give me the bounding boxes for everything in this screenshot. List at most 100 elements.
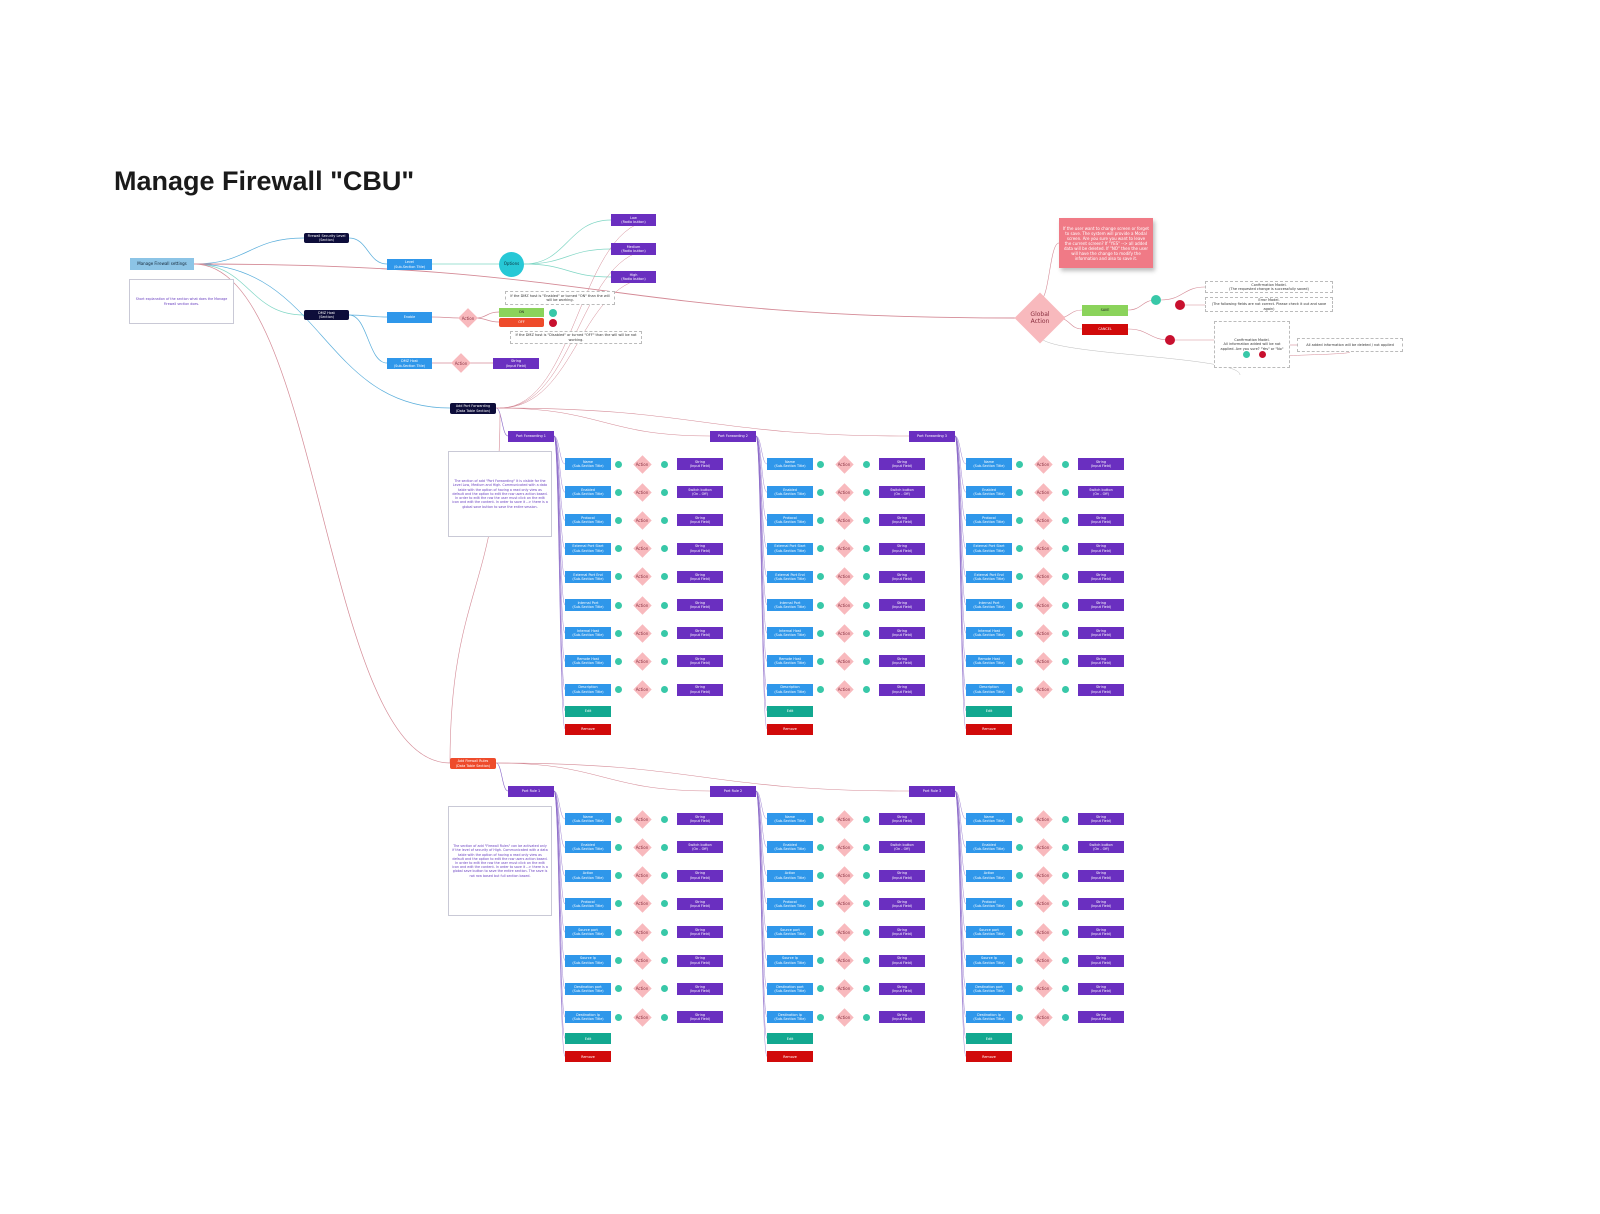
port-forwarding-g2-field-7[interactable]: Internal Host(Sub-Section Title) bbox=[767, 627, 813, 640]
port-forwarding-g2-value-4[interactable]: String(Input Field) bbox=[879, 542, 925, 555]
port-forwarding-g1-value-7[interactable]: String(Input Field) bbox=[677, 627, 723, 640]
firewall-rules-g1-field-8[interactable]: Destination Ip(Sub-Section Title) bbox=[565, 1011, 611, 1024]
port-forwarding-g1-value-6[interactable]: String(Input Field) bbox=[677, 599, 723, 611]
firewall-rules-g2-value-8[interactable]: String(Input Field) bbox=[879, 1011, 925, 1024]
firewall-rules-g2-value-4[interactable]: String(Input Field) bbox=[879, 897, 925, 910]
firewall-rules-g3-value-3[interactable]: String(Input Field) bbox=[1078, 869, 1124, 882]
firewall-rules-g3-value-2[interactable]: Switch button(On - Off) bbox=[1078, 841, 1124, 854]
port-forwarding-g3-field-8[interactable]: Remote Host(Sub-Section Title) bbox=[966, 655, 1012, 668]
firewall-rules-g3-value-5[interactable]: String(Input Field) bbox=[1078, 926, 1124, 939]
port-forwarding-g2-value-3[interactable]: String(Input Field) bbox=[879, 514, 925, 527]
firewall-rules-g3-field-4[interactable]: Protocol(Sub-Section Title) bbox=[966, 897, 1012, 910]
firewall-rules-g1-field-1[interactable]: Name(Sub-Section Title) bbox=[565, 813, 611, 825]
port-forwarding-g2-value-8[interactable]: String(Input Field) bbox=[879, 655, 925, 668]
firewall-rules-g1-field-6[interactable]: Source Ip(Sub-Section Title) bbox=[565, 954, 611, 967]
port-forwarding-g2-field-2[interactable]: Enabled(Sub-Section Title) bbox=[767, 486, 813, 499]
port-forwarding-g2-field-8[interactable]: Remote Host(Sub-Section Title) bbox=[767, 655, 813, 668]
firewall-rules-g3-field-8[interactable]: Destination Ip(Sub-Section Title) bbox=[966, 1011, 1012, 1024]
port-forwarding-g1-value-1[interactable]: String(Input Field) bbox=[677, 458, 723, 470]
firewall-rules-g2-value-3[interactable]: String(Input Field) bbox=[879, 869, 925, 882]
port-forwarding-g2-value-2[interactable]: Switch button(On - Off) bbox=[879, 486, 925, 499]
firewall-rules-g3-remove-button[interactable]: Remove bbox=[966, 1051, 1012, 1063]
port-forwarding-g1-edit-button[interactable]: Edit bbox=[565, 705, 611, 717]
firewall-rules-g2-value-6[interactable]: String(Input Field) bbox=[879, 954, 925, 967]
firewall-rules-g1-value-5[interactable]: String(Input Field) bbox=[677, 926, 723, 939]
port-forwarding-g2-value-1[interactable]: String(Input Field) bbox=[879, 458, 925, 470]
port-forwarding-g3-field-2[interactable]: Enabled(Sub-Section Title) bbox=[966, 486, 1012, 499]
port-forwarding-g3-value-4[interactable]: String(Input Field) bbox=[1078, 542, 1124, 555]
firewall-rules-g3-value-7[interactable]: String(Input Field) bbox=[1078, 982, 1124, 995]
firewall-rules-g1-field-7[interactable]: Destination port(Sub-Section Title) bbox=[565, 982, 611, 995]
firewall-rules-g2-field-3[interactable]: Action(Sub-Section Title) bbox=[767, 869, 813, 882]
port-forwarding-g2-value-6[interactable]: String(Input Field) bbox=[879, 599, 925, 611]
port-forwarding-g2-remove-button[interactable]: Remove bbox=[767, 723, 813, 735]
port-forwarding-g3-value-9[interactable]: String(Input Field) bbox=[1078, 683, 1124, 696]
port-forwarding-g3-field-9[interactable]: Description(Sub-Section Title) bbox=[966, 683, 1012, 696]
port-forwarding-g3-value-8[interactable]: String(Input Field) bbox=[1078, 655, 1124, 668]
firewall-rules-g2-remove-button[interactable]: Remove bbox=[767, 1051, 813, 1063]
port-forwarding-g1-value-3[interactable]: String(Input Field) bbox=[677, 514, 723, 527]
port-forwarding-g1-field-6[interactable]: Internal Port(Sub-Section Title) bbox=[565, 599, 611, 611]
port-forwarding-g1-remove-button[interactable]: Remove bbox=[565, 723, 611, 735]
port-forwarding-g2-value-7[interactable]: String(Input Field) bbox=[879, 627, 925, 640]
port-forwarding-g3-value-7[interactable]: String(Input Field) bbox=[1078, 627, 1124, 640]
firewall-rules-g2-field-5[interactable]: Source port(Sub-Section Title) bbox=[767, 926, 813, 939]
port-forwarding-g3-field-7[interactable]: Internal Host(Sub-Section Title) bbox=[966, 627, 1012, 640]
port-forwarding-g1-value-2[interactable]: Switch button(On - Off) bbox=[677, 486, 723, 499]
firewall-rules-g1-value-2[interactable]: Switch button(On - Off) bbox=[677, 841, 723, 854]
port-forwarding-g1-value-9[interactable]: String(Input Field) bbox=[677, 683, 723, 696]
firewall-rules-g3-field-3[interactable]: Action(Sub-Section Title) bbox=[966, 869, 1012, 882]
port-forwarding-g1-field-2[interactable]: Enabled(Sub-Section Title) bbox=[565, 486, 611, 499]
firewall-rules-g1-field-5[interactable]: Source port(Sub-Section Title) bbox=[565, 926, 611, 939]
firewall-rules-g1-value-4[interactable]: String(Input Field) bbox=[677, 897, 723, 910]
port-forwarding-g3-field-4[interactable]: External Port Start(Sub-Section Title) bbox=[966, 542, 1012, 555]
firewall-rules-g3-field-7[interactable]: Destination port(Sub-Section Title) bbox=[966, 982, 1012, 995]
firewall-rules-g1-value-3[interactable]: String(Input Field) bbox=[677, 869, 723, 882]
port-forwarding-g1-value-5[interactable]: String(Input Field) bbox=[677, 570, 723, 583]
port-forwarding-g3-remove-button[interactable]: Remove bbox=[966, 723, 1012, 735]
firewall-rules-g1-value-8[interactable]: String(Input Field) bbox=[677, 1011, 723, 1024]
port-forwarding-g2-value-9[interactable]: String(Input Field) bbox=[879, 683, 925, 696]
port-forwarding-g3-value-5[interactable]: String(Input Field) bbox=[1078, 570, 1124, 583]
port-forwarding-g1-value-4[interactable]: String(Input Field) bbox=[677, 542, 723, 555]
port-forwarding-g3-value-6[interactable]: String(Input Field) bbox=[1078, 599, 1124, 611]
firewall-rules-g1-field-3[interactable]: Action(Sub-Section Title) bbox=[565, 869, 611, 882]
port-forwarding-g3-field-6[interactable]: Internal Port(Sub-Section Title) bbox=[966, 599, 1012, 611]
firewall-rules-g1-field-4[interactable]: Protocol(Sub-Section Title) bbox=[565, 897, 611, 910]
port-forwarding-g1-field-5[interactable]: External Port End(Sub-Section Title) bbox=[565, 570, 611, 583]
firewall-rules-g2-value-5[interactable]: String(Input Field) bbox=[879, 926, 925, 939]
firewall-rules-g1-value-1[interactable]: String(Input Field) bbox=[677, 813, 723, 825]
port-forwarding-g2-edit-button[interactable]: Edit bbox=[767, 705, 813, 717]
firewall-rules-g2-field-1[interactable]: Name(Sub-Section Title) bbox=[767, 813, 813, 825]
firewall-rules-g3-value-8[interactable]: String(Input Field) bbox=[1078, 1011, 1124, 1024]
firewall-rules-g3-field-5[interactable]: Source port(Sub-Section Title) bbox=[966, 926, 1012, 939]
port-forwarding-g2-field-9[interactable]: Description(Sub-Section Title) bbox=[767, 683, 813, 696]
port-forwarding-g2-field-4[interactable]: External Port Start(Sub-Section Title) bbox=[767, 542, 813, 555]
port-forwarding-g2-field-5[interactable]: External Port End(Sub-Section Title) bbox=[767, 570, 813, 583]
firewall-rules-g2-field-8[interactable]: Destination Ip(Sub-Section Title) bbox=[767, 1011, 813, 1024]
firewall-rules-g3-value-4[interactable]: String(Input Field) bbox=[1078, 897, 1124, 910]
port-forwarding-g3-value-3[interactable]: String(Input Field) bbox=[1078, 514, 1124, 527]
firewall-rules-g3-field-2[interactable]: Enabled(Sub-Section Title) bbox=[966, 841, 1012, 854]
firewall-rules-g1-value-6[interactable]: String(Input Field) bbox=[677, 954, 723, 967]
global-cancel-button[interactable]: CANCEL bbox=[1082, 324, 1128, 335]
port-forwarding-g3-field-3[interactable]: Protocol(Sub-Section Title) bbox=[966, 514, 1012, 527]
firewall-rules-g2-value-7[interactable]: String(Input Field) bbox=[879, 982, 925, 995]
firewall-rules-g1-value-7[interactable]: String(Input Field) bbox=[677, 982, 723, 995]
port-forwarding-g1-field-3[interactable]: Protocol(Sub-Section Title) bbox=[565, 514, 611, 527]
port-forwarding-g1-field-7[interactable]: Internal Host(Sub-Section Title) bbox=[565, 627, 611, 640]
firewall-rules-g3-value-1[interactable]: String(Input Field) bbox=[1078, 813, 1124, 825]
port-forwarding-g1-field-8[interactable]: Remote Host(Sub-Section Title) bbox=[565, 655, 611, 668]
firewall-rules-g2-field-6[interactable]: Source Ip(Sub-Section Title) bbox=[767, 954, 813, 967]
firewall-rules-g2-value-1[interactable]: String(Input Field) bbox=[879, 813, 925, 825]
port-forwarding-g2-field-3[interactable]: Protocol(Sub-Section Title) bbox=[767, 514, 813, 527]
port-forwarding-g3-field-5[interactable]: External Port End(Sub-Section Title) bbox=[966, 570, 1012, 583]
port-forwarding-g3-edit-button[interactable]: Edit bbox=[966, 705, 1012, 717]
port-forwarding-g3-value-2[interactable]: Switch button(On - Off) bbox=[1078, 486, 1124, 499]
firewall-rules-g2-field-7[interactable]: Destination port(Sub-Section Title) bbox=[767, 982, 813, 995]
port-forwarding-g1-field-1[interactable]: Name(Sub-Section Title) bbox=[565, 458, 611, 470]
firewall-rules-g3-field-1[interactable]: Name(Sub-Section Title) bbox=[966, 813, 1012, 825]
firewall-rules-g2-field-4[interactable]: Protocol(Sub-Section Title) bbox=[767, 897, 813, 910]
port-forwarding-g2-field-1[interactable]: Name(Sub-Section Title) bbox=[767, 458, 813, 470]
port-forwarding-g2-field-6[interactable]: Internal Port(Sub-Section Title) bbox=[767, 599, 813, 611]
